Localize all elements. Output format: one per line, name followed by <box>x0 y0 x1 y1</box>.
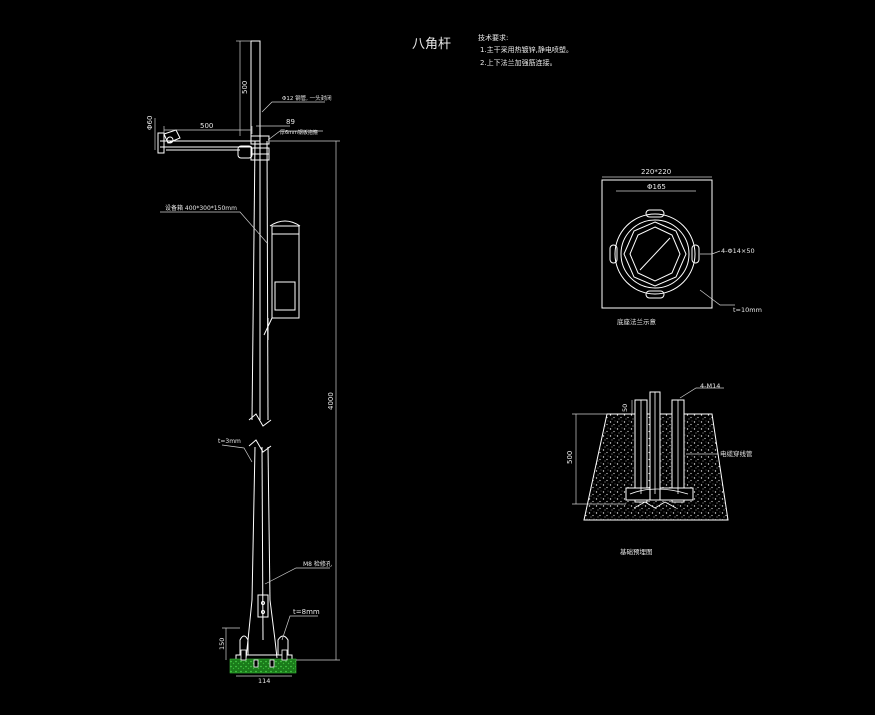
dim-base-dia: 114 <box>258 677 270 685</box>
label-hand-hole: M8 检修孔 <box>303 560 332 568</box>
foundation-dim-top: 50 <box>621 404 629 412</box>
label-tube: Φ12 钢管, 一头封闭 <box>282 94 332 102</box>
flange-detail <box>601 179 713 309</box>
label-ring: 厚6mm钢板抱箍 <box>280 129 318 136</box>
flange-dim-bolt-circle: Φ165 <box>647 183 666 191</box>
dim-arm-height: Φ60 <box>146 116 154 130</box>
dim-arm-length: 500 <box>200 122 213 130</box>
drawing-title: 八角杆 <box>412 37 451 52</box>
foundation-caption: 基础预埋图 <box>620 547 653 556</box>
pole-elevation <box>157 40 301 661</box>
flange-caption: 底座法兰示意 <box>617 317 657 326</box>
foundation-label-conduit: 电缆穿线管 <box>720 449 753 458</box>
flange-dim-outer: 220*220 <box>641 168 671 176</box>
flange-label-thickness: t=10mm <box>733 306 762 314</box>
pole-leaders <box>160 101 330 641</box>
dim-base-height: 150 <box>218 638 226 650</box>
notes-heading: 技术要求: <box>478 33 508 42</box>
foundation-detail <box>583 391 729 521</box>
pole-dimensions <box>154 40 340 677</box>
dim-pole-top-dia: 89 <box>286 118 295 126</box>
foundation-dimensions <box>572 387 724 505</box>
foundation-dim-depth: 500 <box>566 451 574 464</box>
flange-dimensions <box>602 176 735 306</box>
foundation-label-bolts: 4-M14 <box>700 382 720 390</box>
notes-line-1: 1.主干采用热镀锌,静电喷塑。 <box>480 45 573 54</box>
label-box: 设备箱 400*300*150mm <box>165 204 237 212</box>
flange-label-bolt-holes: 4-Φ14×50 <box>721 247 755 255</box>
ground-hatch <box>229 658 297 674</box>
label-wall-thickness: t=3mm <box>218 438 241 445</box>
dim-top-extension: 500 <box>241 81 249 94</box>
notes-line-2: 2.上下法兰加强筋连接。 <box>480 58 557 67</box>
dim-total-height: 4000 <box>327 392 335 410</box>
label-plate-thickness: t=8mm <box>293 608 320 616</box>
anchor-bolts <box>240 649 288 668</box>
